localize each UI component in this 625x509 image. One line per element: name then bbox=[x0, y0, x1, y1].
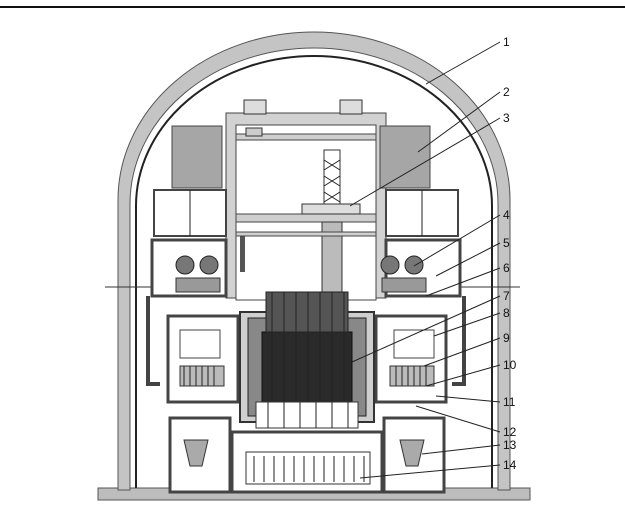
left-pump-base bbox=[176, 278, 220, 292]
callout-13: 13 bbox=[503, 438, 517, 452]
control-rods bbox=[266, 292, 348, 332]
secondary-bridge bbox=[236, 232, 376, 236]
left-pump-1 bbox=[176, 256, 194, 274]
left-pump-2 bbox=[200, 256, 218, 274]
left-ihx-box bbox=[180, 330, 220, 358]
reactor-core bbox=[262, 332, 352, 402]
callout-10: 10 bbox=[503, 358, 517, 372]
callout-4: 4 bbox=[503, 208, 510, 222]
core-support bbox=[256, 402, 358, 428]
refuelling-bridge bbox=[236, 214, 376, 222]
callout-1: 1 bbox=[503, 35, 510, 49]
callout-8: 8 bbox=[503, 306, 510, 320]
right-ihx-tubes bbox=[390, 366, 434, 386]
callout-6: 6 bbox=[503, 261, 510, 275]
right-ihx-room bbox=[376, 316, 446, 402]
right-pump-2 bbox=[405, 256, 423, 274]
callout-3: 3 bbox=[503, 111, 510, 125]
callout-12: 12 bbox=[503, 425, 517, 439]
callout-11: 11 bbox=[503, 395, 516, 409]
crane-trolley bbox=[246, 128, 262, 136]
right-piping bbox=[452, 296, 464, 384]
lower-heat-sink bbox=[246, 452, 370, 484]
hoist-hook bbox=[240, 232, 245, 272]
right-storage-tank bbox=[380, 126, 430, 188]
callout-2: 2 bbox=[503, 85, 510, 99]
right-pump-base bbox=[382, 278, 426, 292]
callout-5: 5 bbox=[503, 236, 510, 250]
crane-top-box-left bbox=[244, 100, 266, 114]
left-piping bbox=[148, 296, 160, 384]
callout-7: 7 bbox=[503, 289, 510, 303]
right-pump-1 bbox=[381, 256, 399, 274]
callout-14: 14 bbox=[503, 458, 517, 472]
left-storage-tank bbox=[172, 126, 222, 188]
callout-9: 9 bbox=[503, 331, 510, 345]
crane-top-box-right bbox=[340, 100, 362, 114]
left-ihx-room bbox=[168, 316, 238, 402]
